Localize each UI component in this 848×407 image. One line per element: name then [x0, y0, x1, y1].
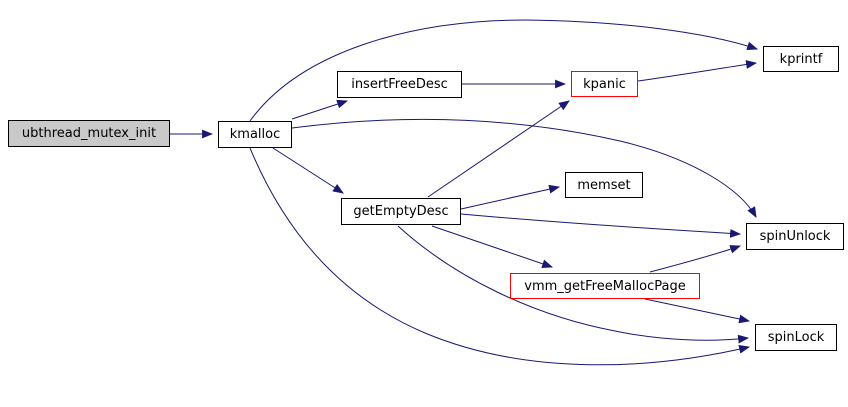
edge-getEmptyDesc-to-vmm_getFreeMallocPage	[431, 225, 554, 268]
node-kpanic[interactable]: kpanic	[571, 71, 638, 97]
node-kmalloc[interactable]: kmalloc	[218, 121, 292, 148]
edge-kmalloc-to-getEmptyDesc	[272, 147, 344, 194]
edge-getEmptyDesc-to-memset	[460, 184, 561, 210]
edge-kpanic-to-kprintf	[637, 60, 758, 82]
edge-getEmptyDesc-to-kpanic	[427, 100, 570, 198]
node-memset[interactable]: memset	[565, 172, 643, 198]
edge-getEmptyDesc-to-spinUnlock	[460, 213, 742, 238]
node-label: ubthread_mutex_init	[21, 126, 157, 141]
node-label: insertFreeDesc	[351, 77, 448, 92]
node-getEmptyDesc[interactable]: getEmptyDesc	[341, 198, 461, 225]
node-label: memset	[577, 177, 631, 193]
node-label: spinLock	[767, 330, 825, 345]
edge-vmm_getFreeMallocPage-to-spinUnlock	[649, 245, 742, 273]
edge-kmalloc-to-kprintf	[249, 19, 759, 122]
node-spinUnlock[interactable]: spinUnlock	[746, 223, 844, 250]
edge-kmalloc-to-spinUnlock	[291, 118, 757, 218]
node-label: kprintf	[779, 51, 823, 67]
edge-kmalloc-to-insertFreeDesc	[291, 99, 349, 120]
node-ubthread_mutex_init: ubthread_mutex_init	[8, 120, 170, 147]
node-kprintf[interactable]: kprintf	[763, 46, 839, 72]
node-label: kpanic	[583, 76, 626, 92]
node-vmm_getFreeMallocPage[interactable]: vmm_getFreeMallocPage	[510, 273, 700, 299]
edge-getEmptyDesc-to-spinLock	[397, 225, 750, 344]
node-label: vmm_getFreeMallocPage	[524, 278, 686, 294]
edge-vmm_getFreeMallocPage-to-spinLock	[644, 298, 751, 324]
node-label: kmalloc	[229, 127, 281, 142]
node-label: getEmptyDesc	[353, 204, 449, 219]
node-insertFreeDesc[interactable]: insertFreeDesc	[337, 71, 462, 98]
node-label: spinUnlock	[759, 229, 831, 244]
edge-kmalloc-to-spinLock	[249, 147, 751, 366]
node-spinLock[interactable]: spinLock	[755, 324, 837, 351]
